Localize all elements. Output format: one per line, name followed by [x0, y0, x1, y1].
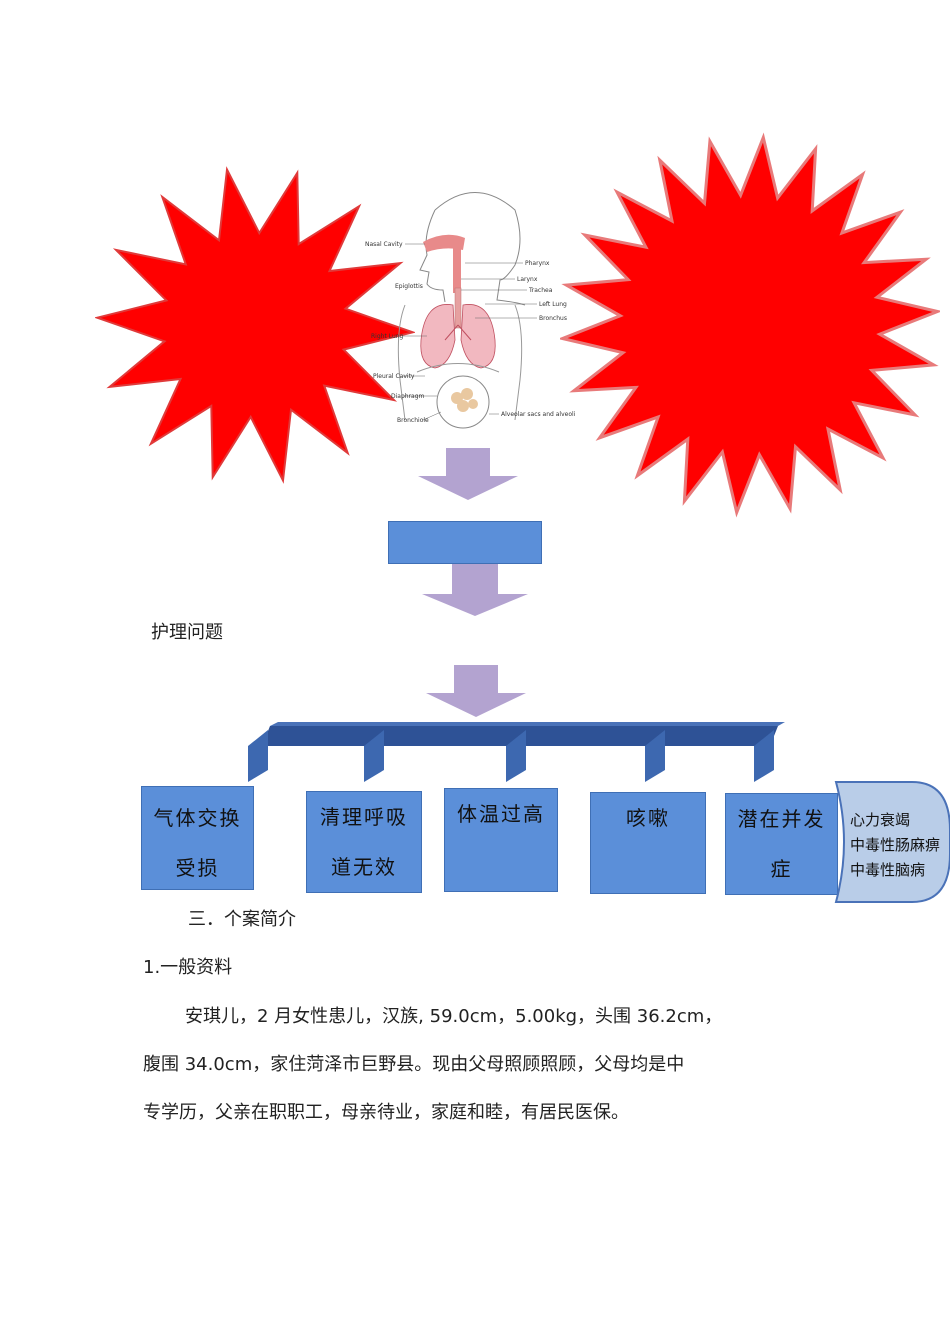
- right-lung-label: Right Lung: [371, 333, 404, 340]
- left-lung-label: Left Lung: [539, 301, 567, 308]
- respiratory-anatomy-image: Nasal Cavity Pharynx Epiglottis Larynx T…: [365, 192, 576, 429]
- bronchus-label: Bronchus: [539, 315, 567, 322]
- down-arrow-1: [418, 448, 518, 500]
- diaphragm-label: Diaphragm: [391, 393, 425, 400]
- right-starburst: [560, 132, 940, 518]
- problem-box-airway-clearance: 清理呼吸 道无效: [306, 791, 422, 893]
- complication-item: 中毒性脑病: [850, 861, 926, 879]
- paragraph-line: 腹围 34.0cm，家住菏泽市巨野县。现由父母照顾照顾，父母均是中: [143, 1054, 685, 1075]
- problem-box-cough: 咳嗽: [590, 792, 706, 894]
- problem-box-line1: 气体交换: [153, 806, 242, 830]
- complications-callout-shape: [834, 781, 950, 903]
- center-blue-box: [388, 521, 542, 564]
- epiglottis-label: Epiglottis: [395, 283, 423, 290]
- section-heading: 三．个案简介: [188, 909, 296, 930]
- complication-item: 中毒性肠麻痹: [850, 836, 941, 854]
- pharynx-label: Pharynx: [525, 260, 550, 267]
- problem-box-line1: 潜在并发: [737, 807, 826, 831]
- down-arrow-2: [422, 564, 528, 616]
- bronchiole-label: Bronchiole: [397, 417, 429, 424]
- problem-box-line1: 清理呼吸: [320, 805, 408, 829]
- problem-box-line2: 受损: [175, 856, 220, 880]
- paragraph-line: 专学历，父亲在职职工，母亲待业，家庭和睦，有居民医保。: [143, 1102, 629, 1123]
- problem-box-gas-exchange: 气体交换 受损: [141, 786, 254, 890]
- paragraph-line: 安琪儿，2 月女性患儿，汉族, 59.0cm，5.00kg，头围 36.2cm，: [185, 1006, 723, 1027]
- complications-list: 心力衰竭 中毒性肠麻痹 中毒性脑病: [850, 808, 940, 883]
- nasal-cavity-label: Nasal Cavity: [365, 241, 403, 248]
- left-starburst: [95, 166, 415, 484]
- connector-bar: [248, 722, 785, 782]
- nursing-problems-label: 护理问题: [151, 622, 223, 643]
- problem-box-line1: 咳嗽: [626, 806, 670, 830]
- problem-box-potential-complications: 潜在并发 症: [725, 793, 838, 895]
- down-arrow-3: [426, 665, 526, 717]
- subheading: 1.一般资料: [143, 957, 233, 978]
- larynx-label: Larynx: [517, 276, 538, 283]
- alveolar-label: Alveolar sacs and alveoli: [501, 411, 576, 418]
- pleural-cavity-label: Pleural Cavity: [373, 373, 415, 380]
- problem-box-line2: 症: [770, 857, 793, 881]
- trachea-label: Trachea: [528, 287, 553, 294]
- problem-box-line2: 道无效: [331, 855, 397, 879]
- problem-box-hyperthermia: 体温过高: [444, 788, 558, 892]
- problem-box-line1: 体温过高: [457, 802, 545, 826]
- complication-item: 心力衰竭: [850, 811, 911, 829]
